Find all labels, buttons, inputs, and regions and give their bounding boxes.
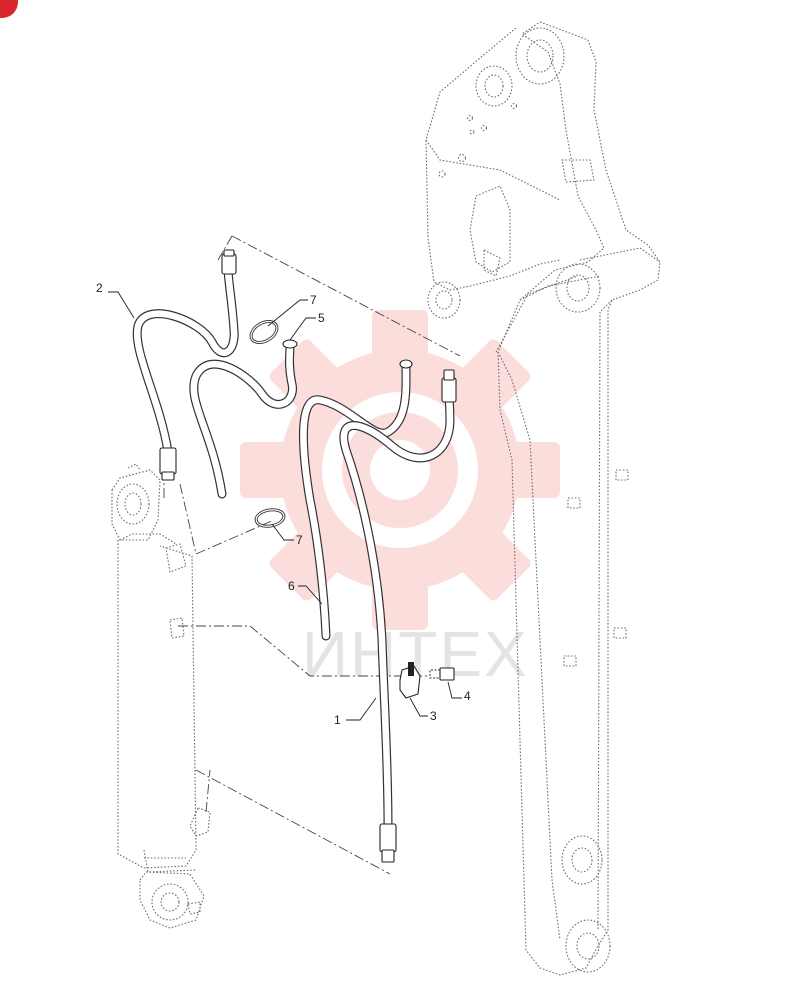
boom-arm <box>425 21 661 976</box>
callout-5: 5 <box>318 311 325 325</box>
callout-7-upper: 7 <box>310 293 317 307</box>
hose-1 <box>339 369 457 863</box>
callout-3: 3 <box>430 709 437 723</box>
bolt-4 <box>429 667 455 681</box>
hose-5 <box>189 339 298 499</box>
o-ring-7-upper <box>249 320 279 344</box>
leader-lines <box>108 291 462 721</box>
o-ring-7-lower <box>254 508 286 528</box>
clamp-3 <box>399 662 421 699</box>
callout-4: 4 <box>464 689 471 703</box>
callout-6: 6 <box>288 579 295 593</box>
corner-badge-icon <box>0 0 18 18</box>
callout-7-lower: 7 <box>296 533 303 547</box>
callout-1: 1 <box>334 713 341 727</box>
hose-2 <box>132 249 239 481</box>
hydraulic-cylinder <box>111 463 211 929</box>
reference-lines <box>163 235 461 875</box>
hose-6 <box>298 359 413 641</box>
callout-2: 2 <box>96 281 103 295</box>
